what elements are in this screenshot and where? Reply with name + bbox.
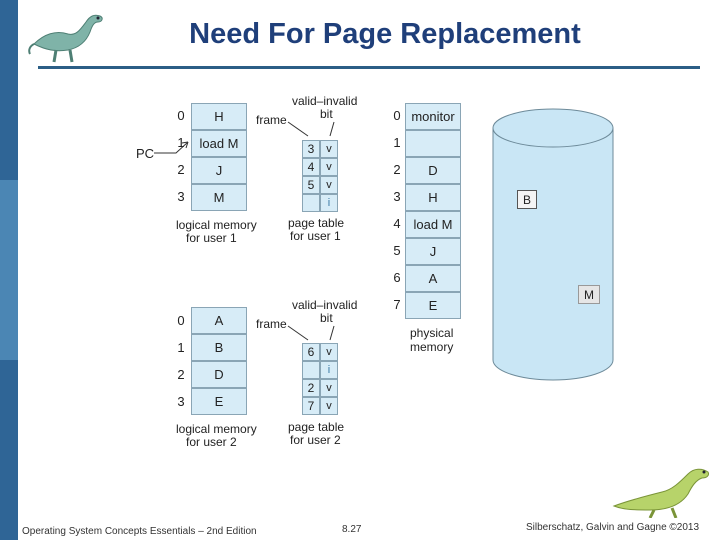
user2-frame-number: 7	[302, 397, 320, 415]
user1-frame-label: frame	[256, 113, 287, 127]
user1-page-cell: H	[191, 103, 247, 130]
user2-valid-invalid-label: valid–invalid	[292, 298, 358, 312]
user1-valid-invalid-label: valid–invalid	[292, 94, 358, 108]
user1-page-cell: load M	[191, 130, 247, 157]
physical-index: 4	[393, 216, 401, 231]
user2-index: 3	[177, 394, 185, 409]
user2-index: 1	[177, 340, 185, 355]
physical-frame-cell: J	[405, 238, 461, 265]
user2-page-cell: E	[191, 388, 247, 415]
physical-index: 7	[393, 297, 401, 312]
user1-page-cell: J	[191, 157, 247, 184]
sidebar-stripe	[0, 0, 18, 540]
disk-item-m: M	[578, 285, 600, 304]
user2-valid-bit: i	[320, 361, 338, 379]
user2-page-cell: A	[191, 307, 247, 334]
user1-page-cell: M	[191, 184, 247, 211]
user1-valid-invalid-label: bit	[320, 107, 333, 121]
dinosaur-logo-icon	[28, 14, 103, 63]
user2-valid-bit: v	[320, 379, 338, 397]
physical-index: 3	[393, 189, 401, 204]
user2-index: 2	[177, 367, 185, 382]
user2-frame-number: 2	[302, 379, 320, 397]
physical-frame-cell: load M	[405, 211, 461, 238]
physical-frame-cell: E	[405, 292, 461, 319]
user2-valid-invalid-label: bit	[320, 311, 333, 325]
physical-frame-cell: A	[405, 265, 461, 292]
physical-index: 2	[393, 162, 401, 177]
physical-index: 5	[393, 243, 401, 258]
user2-frame-label: frame	[256, 317, 287, 331]
footer-book-title: Operating System Concepts Essentials – 2…	[22, 526, 257, 537]
user2-label-pointers-icon	[287, 325, 335, 341]
user1-valid-bit: i	[320, 194, 338, 212]
user2-valid-bit: v	[320, 397, 338, 415]
user1-valid-bit: v	[320, 140, 338, 158]
user2-memory-caption: logical memory	[176, 422, 257, 436]
pc-arrow-icon	[154, 141, 189, 154]
pc-label: PC	[136, 146, 155, 161]
user1-frame-number: 5	[302, 176, 320, 194]
user1-valid-bit: v	[320, 158, 338, 176]
user1-label-pointers-icon	[287, 121, 335, 137]
user1-memory-caption: for user 1	[186, 231, 237, 245]
physical-frame-cell: D	[405, 157, 461, 184]
user2-frame-number: 6	[302, 343, 320, 361]
disk-cylinder-icon	[492, 108, 614, 381]
physical-frame-cell: monitor	[405, 103, 461, 130]
footer-page-number: 8.27	[342, 524, 362, 535]
user2-table-caption: page table	[288, 420, 345, 434]
user1-table-caption: for user 1	[290, 229, 341, 243]
user1-frame-number	[302, 194, 320, 212]
physical-memory-caption: physical	[410, 326, 454, 340]
sidebar-segment	[0, 0, 18, 180]
user1-memory-caption: logical memory	[176, 218, 257, 232]
user2-index: 0	[177, 313, 185, 328]
disk-item-b: B	[517, 190, 537, 209]
user1-frame-number: 4	[302, 158, 320, 176]
sidebar-segment	[0, 180, 18, 360]
slide-title: Need For Page Replacement	[189, 18, 581, 50]
footer-copyright: Silberschatz, Galvin and Gagne ©2013	[526, 522, 700, 533]
user1-index: 3	[177, 189, 185, 204]
physical-memory-caption: memory	[410, 340, 454, 354]
user2-memory-caption: for user 2	[186, 435, 237, 449]
physical-index: 1	[393, 135, 401, 150]
title-divider	[38, 66, 700, 69]
user2-table-caption: for user 2	[290, 433, 341, 447]
physical-frame-cell	[405, 130, 461, 157]
sidebar-segment	[0, 360, 18, 540]
physical-index: 6	[393, 270, 401, 285]
physical-index: 0	[393, 108, 401, 123]
dinosaur-logo-icon	[612, 468, 709, 518]
user2-page-cell: B	[191, 334, 247, 361]
user1-index: 1	[177, 135, 185, 150]
user1-index: 0	[177, 108, 185, 123]
user2-valid-bit: v	[320, 343, 338, 361]
user2-frame-number	[302, 361, 320, 379]
user1-table-caption: page table	[288, 216, 345, 230]
user1-index: 2	[177, 162, 185, 177]
user1-valid-bit: v	[320, 176, 338, 194]
user1-frame-number: 3	[302, 140, 320, 158]
physical-frame-cell: H	[405, 184, 461, 211]
user2-page-cell: D	[191, 361, 247, 388]
